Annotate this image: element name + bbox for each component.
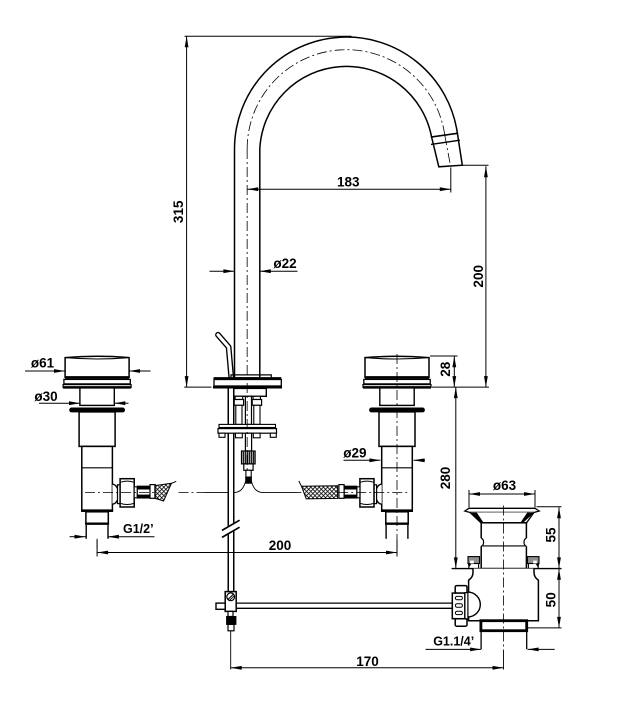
svg-text:ø29: ø29	[343, 446, 366, 461]
svg-text:50: 50	[543, 592, 558, 607]
svg-text:28: 28	[438, 361, 453, 377]
svg-text:ø30: ø30	[34, 389, 57, 404]
svg-text:G1.1/4’: G1.1/4’	[433, 635, 474, 649]
svg-text:315: 315	[171, 200, 186, 223]
svg-text:ø22: ø22	[273, 256, 296, 271]
svg-text:200: 200	[269, 538, 292, 553]
svg-text:ø61: ø61	[31, 356, 55, 371]
svg-text:G1/2’: G1/2’	[123, 522, 154, 536]
svg-text:55: 55	[543, 527, 558, 543]
svg-text:280: 280	[438, 467, 453, 490]
svg-text:ø63: ø63	[493, 478, 517, 493]
svg-text:200: 200	[471, 265, 486, 288]
svg-text:183: 183	[337, 175, 360, 190]
svg-text:170: 170	[356, 654, 379, 669]
